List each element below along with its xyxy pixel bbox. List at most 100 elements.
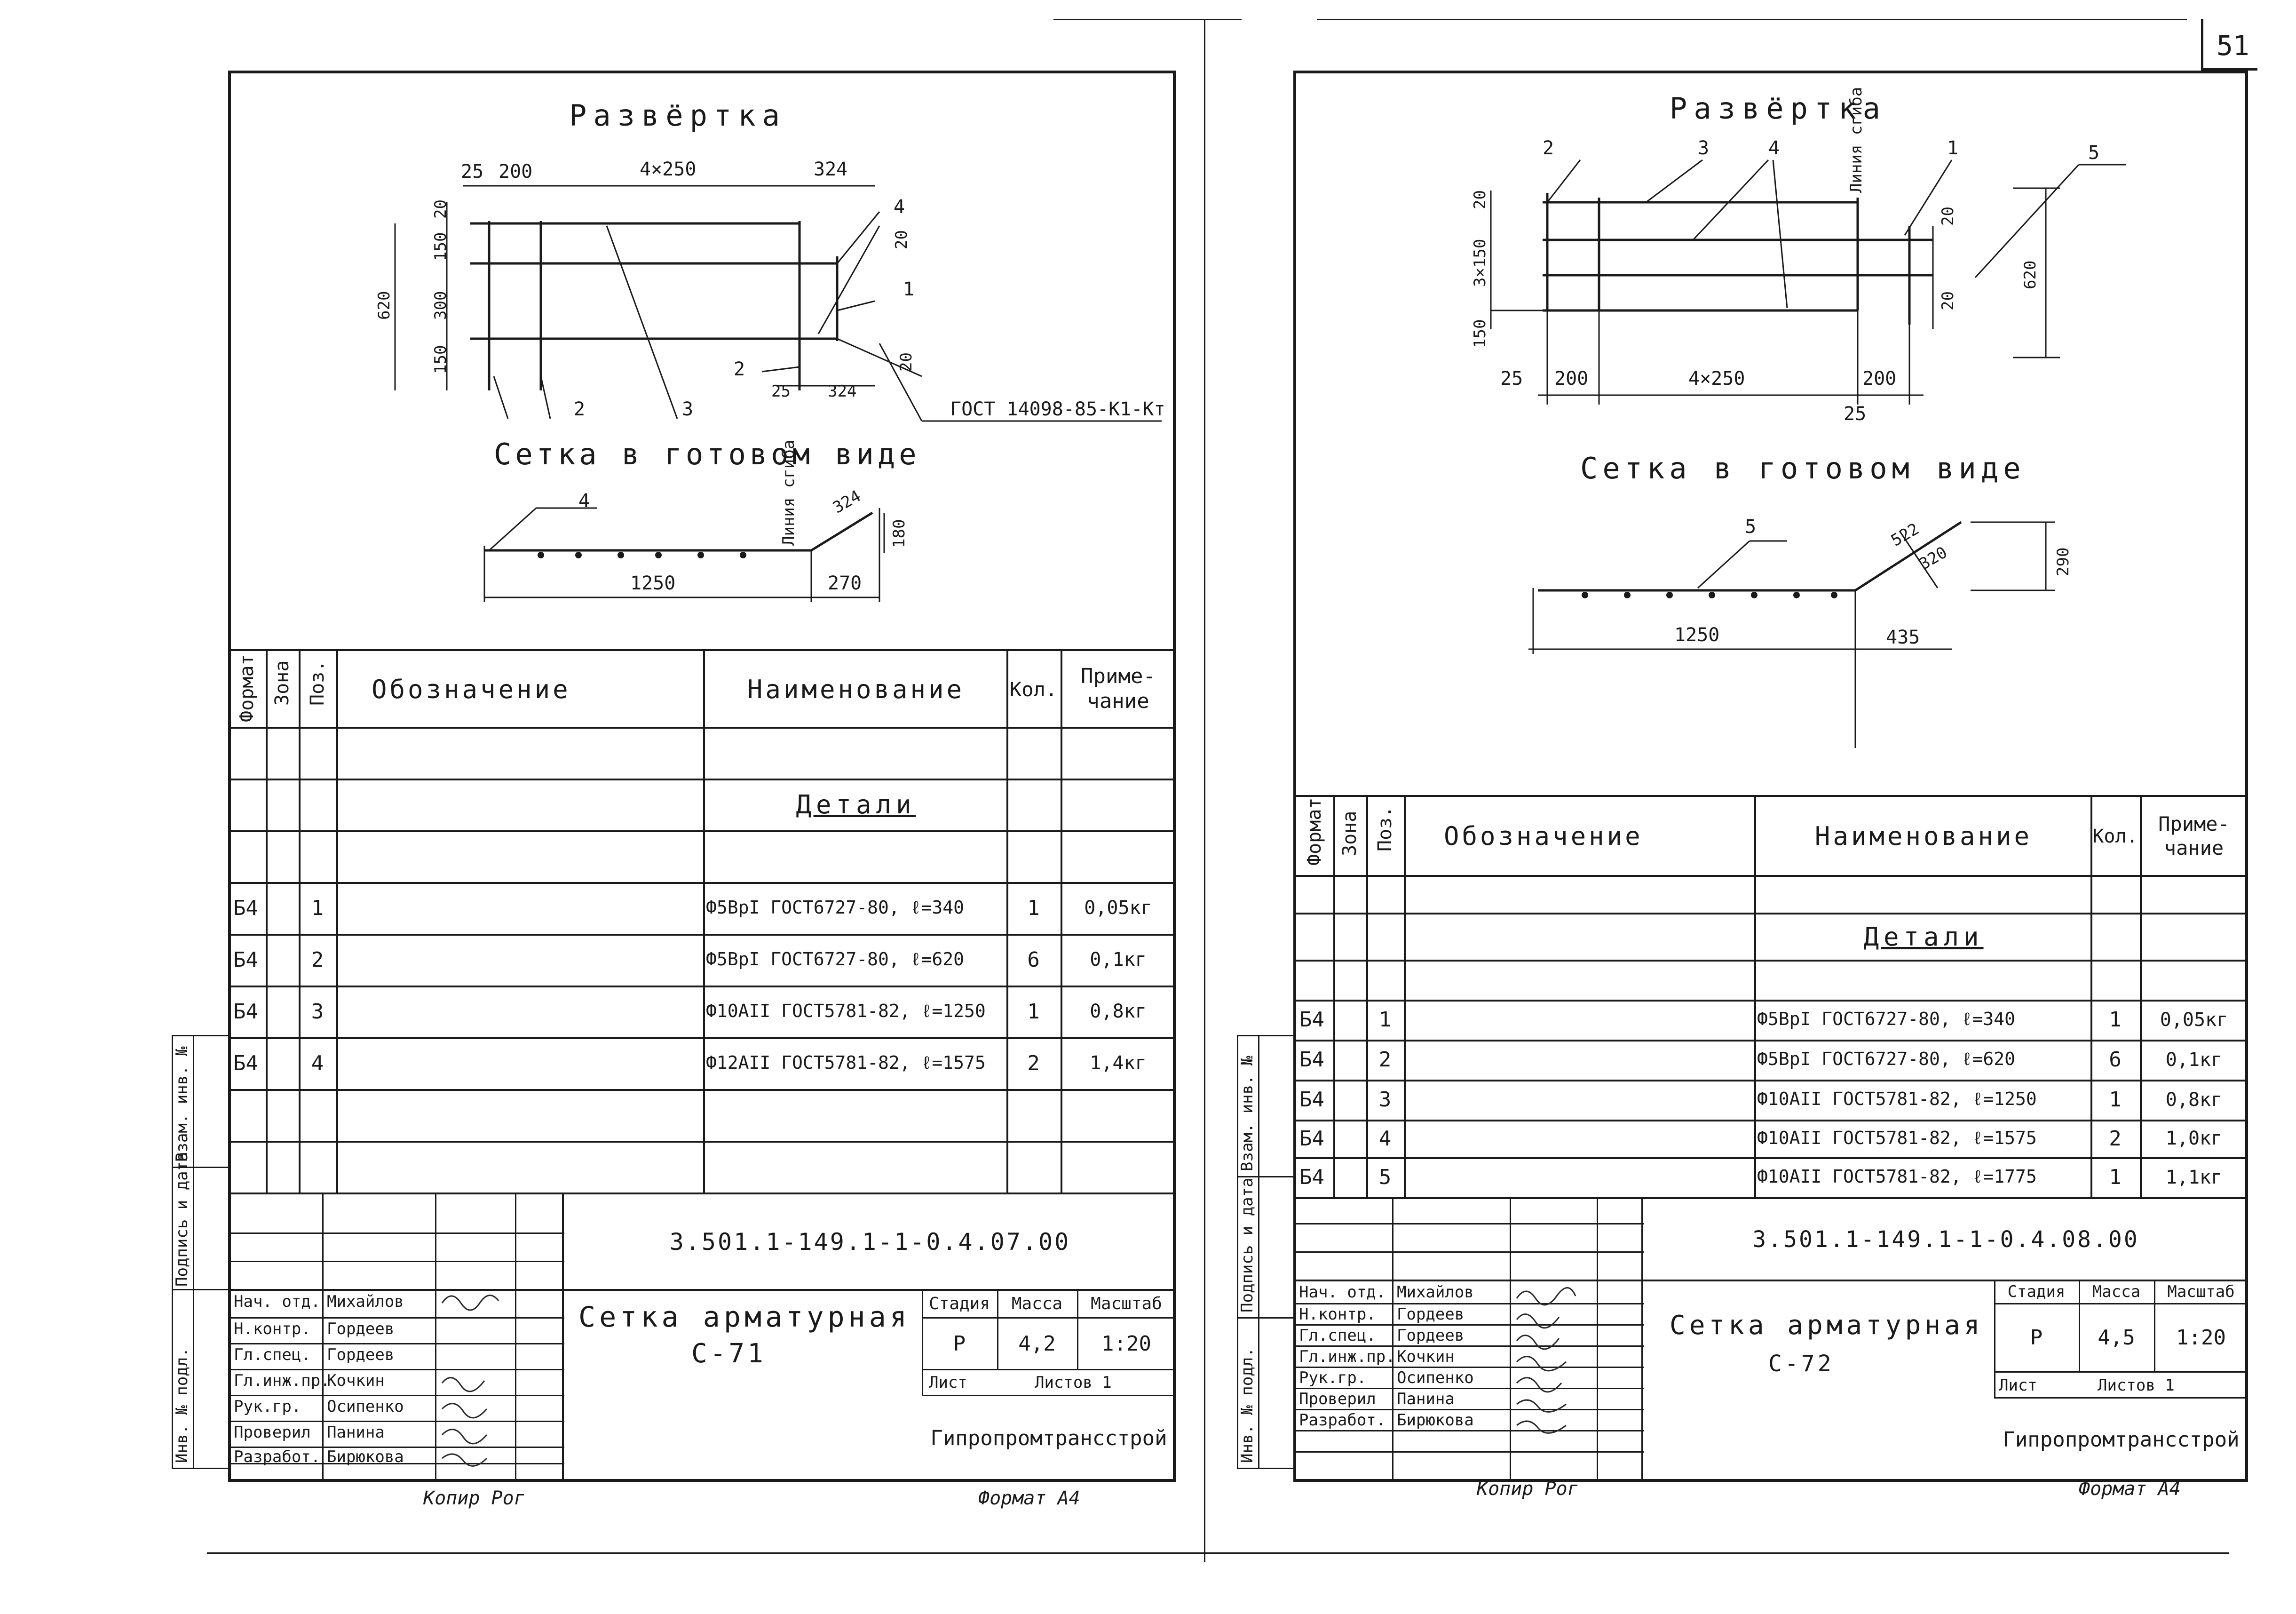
left-hdr-name: Наименование bbox=[747, 674, 965, 704]
right-sheet-lbl: Лист bbox=[1999, 1376, 2037, 1395]
right-name-6: Панина bbox=[1397, 1390, 1455, 1408]
right-org: Гипропромтрансстрой bbox=[2003, 1427, 2240, 1452]
left-gost-note: ГОСТ 14098-85-К1-Кт bbox=[950, 398, 1165, 420]
left-row-name: Ф10АII ГОСТ5781-82, ℓ=1250 bbox=[706, 1000, 986, 1021]
left-role-7: Разработ. bbox=[234, 1447, 321, 1466]
left-role-6: Проверил bbox=[234, 1423, 311, 1442]
right-stage-hdr: Стадия bbox=[2007, 1282, 2066, 1301]
right-scale-val: 1:20 bbox=[2176, 1326, 2226, 1350]
left-mass-val: 4,2 bbox=[1018, 1331, 1056, 1356]
right-pos-4: 4 bbox=[1768, 137, 1780, 159]
top-rule-left bbox=[1053, 19, 1242, 20]
right-sheet bbox=[1293, 71, 2248, 1482]
page-number: 51 bbox=[2217, 30, 2249, 62]
left-dim-top-25: 25 bbox=[461, 161, 484, 183]
left-role-5: Рук.гр. bbox=[234, 1397, 301, 1416]
right-ready-1250: 1250 bbox=[1674, 624, 1720, 646]
left-ready-pos: 4 bbox=[578, 490, 590, 512]
right-ready-435: 435 bbox=[1886, 627, 1920, 648]
left-stage-val: Р bbox=[953, 1331, 966, 1356]
left-hdr-note: Приме- чание bbox=[1081, 664, 1156, 713]
bottom-rule bbox=[207, 1552, 2229, 1554]
right-row-note: 0,1кг bbox=[2165, 1049, 2223, 1071]
left-scale-val: 1:20 bbox=[1101, 1331, 1151, 1356]
left-title2: С-71 bbox=[691, 1338, 766, 1369]
right-row-qty: 1 bbox=[2109, 1008, 2122, 1032]
left-sheet-lbl: Лист bbox=[929, 1373, 967, 1392]
right-row-name: Ф5ВрI ГОСТ6727-80, ℓ=340 bbox=[1757, 1009, 2015, 1029]
left-row-fmt: Б4 bbox=[233, 999, 258, 1024]
right-dim-bot-25a: 25 bbox=[1500, 368, 1523, 390]
right-pos-5: 5 bbox=[2088, 142, 2100, 164]
right-section-details: Детали bbox=[1863, 922, 1984, 952]
center-fold-line bbox=[1204, 19, 1205, 1562]
right-hdr-qty: Кол. bbox=[2092, 825, 2138, 847]
left-pos-1: 1 bbox=[903, 278, 915, 300]
left-dim-bottom-25: 25 bbox=[771, 382, 791, 401]
right-pos-1: 1 bbox=[1947, 137, 1959, 159]
left-name-6: Панина bbox=[327, 1423, 385, 1442]
right-row-pos: 2 bbox=[1378, 1048, 1392, 1072]
right-row-pos: 4 bbox=[1378, 1126, 1392, 1151]
left-ready-1250: 1250 bbox=[630, 572, 676, 594]
right-row-note: 0,8кг bbox=[2165, 1089, 2223, 1111]
right-role-4: Гл.инж.пр. bbox=[1299, 1347, 1395, 1366]
left-row-pos: 1 bbox=[311, 896, 324, 920]
right-row-name: Ф10АII ГОСТ5781-82, ℓ=1775 bbox=[1757, 1166, 2037, 1187]
left-row-note: 0,8кг bbox=[1090, 1001, 1147, 1022]
right-role-3: Гл.спец. bbox=[1299, 1326, 1376, 1345]
right-doc-code: 3.501.1-149.1-1-0.4.08.00 bbox=[1752, 1226, 2139, 1253]
right-row-name: Ф10АII ГОСТ5781-82, ℓ=1575 bbox=[1757, 1127, 2037, 1148]
right-stamp-vzam: Взам. инв. № bbox=[1238, 1056, 1257, 1171]
left-ready-270: 270 bbox=[828, 572, 862, 594]
right-role-7: Разработ. bbox=[1299, 1411, 1386, 1430]
left-role-4: Гл.инж.пр. bbox=[234, 1371, 330, 1390]
left-row-name: Ф5ВрI ГОСТ6727-80, ℓ=340 bbox=[706, 897, 964, 918]
left-name-4: Кочкин bbox=[327, 1371, 385, 1390]
left-row-pos: 4 bbox=[311, 1051, 324, 1075]
right-dim-bot-200b: 200 bbox=[1862, 368, 1897, 390]
left-ready-title: Сетка в готовом виде bbox=[494, 437, 920, 471]
left-dim-bottom-324: 324 bbox=[828, 382, 857, 401]
right-row-fmt: Б4 bbox=[1299, 1165, 1324, 1189]
right-name-1: Михайлов bbox=[1397, 1283, 1474, 1302]
left-row-name: Ф12АII ГОСТ5781-82, ℓ=1575 bbox=[706, 1052, 986, 1073]
right-razvertka-title: Развёртка bbox=[1670, 91, 1887, 126]
left-row-qty: 1 bbox=[1027, 896, 1040, 920]
left-role-1: Нач. отд. bbox=[234, 1292, 321, 1311]
left-pos-3: 3 bbox=[682, 398, 694, 420]
left-row-fmt: Б4 bbox=[233, 1051, 258, 1075]
left-row-pos: 2 bbox=[311, 947, 324, 972]
right-footer-left: Копир Рог bbox=[1477, 1478, 1579, 1500]
right-row-qty: 1 bbox=[2109, 1088, 2122, 1112]
left-doc-code: 3.501.1-149.1-1-0.4.07.00 bbox=[669, 1228, 1071, 1256]
right-name-5: Осипенко bbox=[1397, 1368, 1474, 1387]
right-stage-val: Р bbox=[2030, 1326, 2043, 1350]
right-scale-hdr: Масштаб bbox=[2167, 1282, 2235, 1301]
left-pos-2a: 2 bbox=[574, 398, 586, 420]
right-pos-2: 2 bbox=[1543, 137, 1554, 159]
right-stamp-inv: Инв. № подл. bbox=[1238, 1347, 1257, 1463]
right-name-3: Гордеев bbox=[1397, 1326, 1465, 1345]
right-dim-bot-200a: 200 bbox=[1554, 368, 1589, 390]
right-row-note: 0,05кг bbox=[2160, 1009, 2228, 1031]
left-scale-hdr: Масштаб bbox=[1091, 1294, 1162, 1313]
right-pos-3: 3 bbox=[1698, 137, 1710, 159]
top-rule-right bbox=[1317, 19, 2187, 20]
left-row-fmt: Б4 bbox=[233, 896, 258, 920]
right-role-2: Н.контр. bbox=[1299, 1305, 1376, 1324]
left-title: Сетка арматурная bbox=[578, 1301, 910, 1334]
right-row-fmt: Б4 bbox=[1299, 1126, 1324, 1151]
left-name-2: Гордеев bbox=[327, 1320, 395, 1338]
left-dim-top-4x250: 4×250 bbox=[640, 159, 697, 180]
left-name-3: Гордеев bbox=[327, 1345, 395, 1364]
left-row-pos: 3 bbox=[311, 999, 324, 1024]
right-role-1: Нач. отд. bbox=[1299, 1283, 1386, 1302]
left-footer-right: Формат А4 bbox=[978, 1487, 1080, 1509]
left-row-qty: 2 bbox=[1027, 1051, 1040, 1075]
right-role-6: Проверил bbox=[1299, 1390, 1376, 1408]
right-name-2: Гордеев bbox=[1397, 1305, 1465, 1324]
right-row-note: 1,1кг bbox=[2165, 1166, 2223, 1188]
